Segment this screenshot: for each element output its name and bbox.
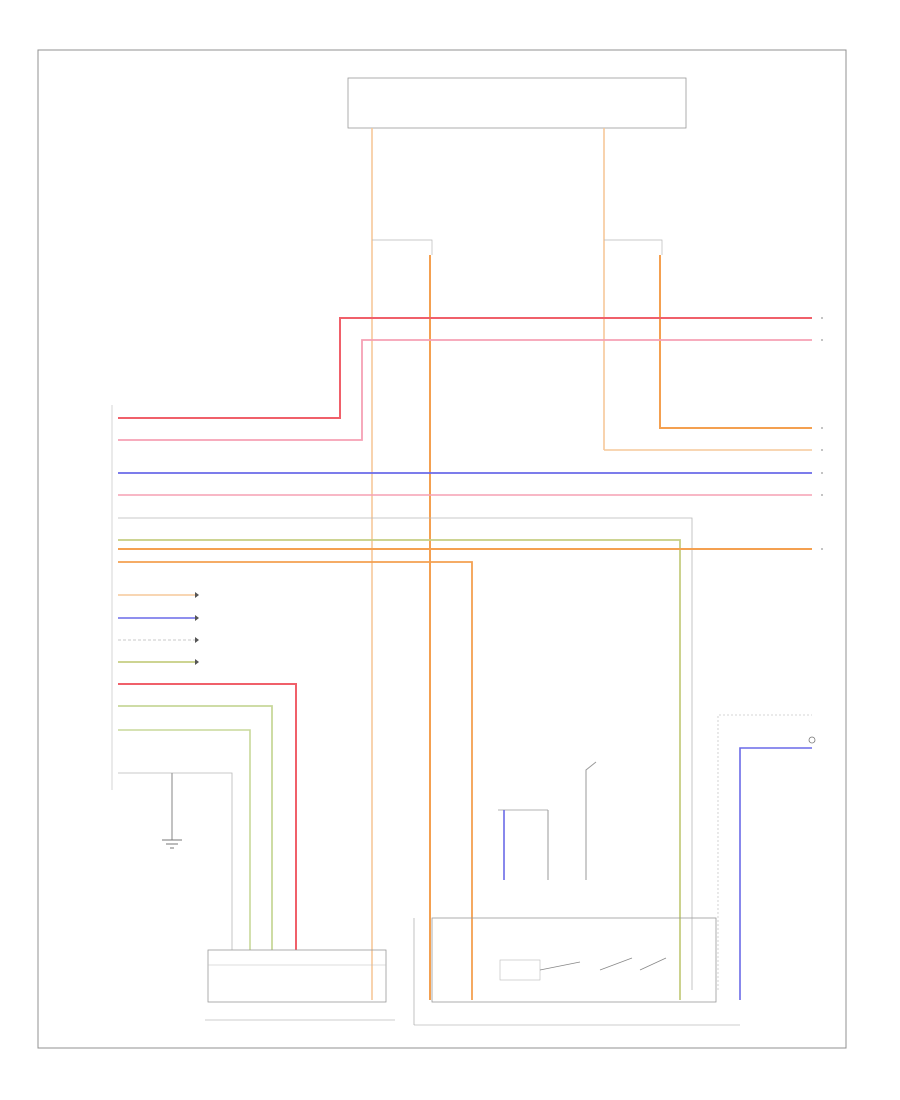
page-border bbox=[37, 49, 847, 1049]
left-trunk-wires bbox=[371, 128, 433, 1000]
stub-wires bbox=[118, 592, 199, 665]
lower-left-drops bbox=[118, 683, 297, 950]
ground-connection bbox=[162, 773, 182, 849]
ecm-bus-wires bbox=[118, 317, 812, 1000]
top-connector-box bbox=[347, 77, 687, 129]
right-trunk-wires bbox=[603, 128, 812, 451]
lower-left-module bbox=[205, 949, 395, 1021]
mid-sensor-box bbox=[498, 809, 549, 880]
right-ground-wire bbox=[585, 761, 597, 880]
right-sensor bbox=[717, 714, 816, 1000]
lower-right-module bbox=[413, 917, 740, 1026]
right-terminals bbox=[821, 317, 823, 550]
